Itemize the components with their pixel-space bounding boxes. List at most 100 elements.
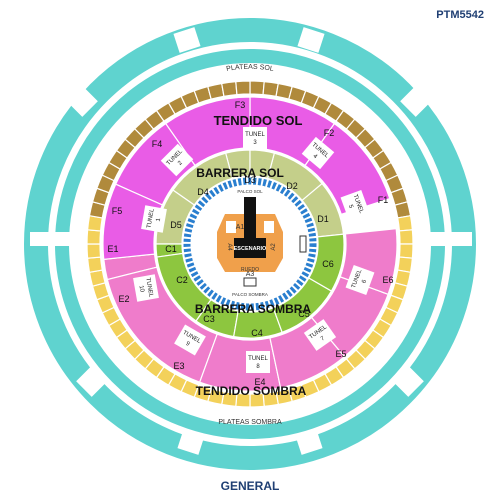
a2-label: A2 bbox=[271, 243, 277, 251]
tunnel-box bbox=[340, 189, 370, 221]
a4-label: A4 bbox=[226, 243, 232, 251]
barrera-ring[interactable] bbox=[155, 149, 345, 339]
barrera-section-C2[interactable] bbox=[156, 252, 212, 322]
barrera-section-D2[interactable] bbox=[266, 152, 323, 202]
tunnel-box bbox=[160, 143, 194, 177]
plateas-sombra-seat[interactable] bbox=[398, 243, 414, 259]
section-e5[interactable]: E5 bbox=[335, 349, 346, 359]
section-f4[interactable]: F4 bbox=[152, 139, 163, 149]
tunnel-box bbox=[246, 351, 270, 373]
section-c2[interactable]: C2 bbox=[176, 275, 188, 285]
tendido-sol-label: TENDIDO SOL bbox=[214, 113, 303, 128]
a1-label: A1 bbox=[236, 224, 245, 231]
tendido-section-F4[interactable] bbox=[114, 122, 196, 206]
plateas-sombra-seat[interactable] bbox=[86, 229, 102, 245]
plateas-sol-label: PLATEAS SOL bbox=[226, 64, 275, 73]
section-c5[interactable]: C5 bbox=[298, 309, 310, 319]
section-e3[interactable]: E3 bbox=[173, 361, 184, 371]
tunnel-box bbox=[141, 205, 167, 233]
section-d2[interactable]: D2 bbox=[286, 181, 298, 191]
section-d1[interactable]: D1 bbox=[317, 214, 329, 224]
section-f3[interactable]: F3 bbox=[235, 100, 246, 110]
section-e1[interactable]: E1 bbox=[107, 244, 118, 254]
tendido-sombra-label: TENDIDO SOMBRA bbox=[196, 384, 307, 398]
plateas-sombra-label: PLATEAS SOMBRA bbox=[218, 419, 282, 426]
plateas-sol-seat[interactable] bbox=[249, 80, 265, 96]
general-gaps bbox=[30, 27, 472, 455]
section-f5[interactable]: F5 bbox=[112, 206, 123, 216]
tunnel-number: 3 bbox=[253, 140, 257, 146]
tendido-section-E2[interactable] bbox=[106, 266, 218, 383]
tunnel-box bbox=[174, 324, 206, 356]
stage-area[interactable] bbox=[217, 197, 307, 287]
tunnel-number: 10 bbox=[138, 285, 145, 293]
plateas-sombra-seat[interactable] bbox=[86, 243, 102, 259]
stage-label: ESCENARIO bbox=[234, 246, 267, 252]
palco-sol-label: PALCO SOL bbox=[237, 189, 263, 194]
section-f1[interactable]: F1 bbox=[378, 195, 389, 205]
section-c1[interactable]: C1 bbox=[165, 244, 177, 254]
tunnel-number: 4 bbox=[312, 153, 319, 160]
barrera-section-D3[interactable] bbox=[249, 149, 276, 180]
section-e6[interactable]: E6 bbox=[382, 275, 393, 285]
section-d4[interactable]: D4 bbox=[197, 187, 209, 197]
tendido-section-F5[interactable] bbox=[102, 183, 164, 261]
tendido-section-F3[interactable] bbox=[164, 96, 251, 167]
plateas-sombra-seat[interactable] bbox=[86, 256, 103, 274]
section-e4[interactable]: E4 bbox=[254, 377, 265, 387]
barrera-section-C4[interactable] bbox=[232, 307, 283, 339]
barrera-section-C3[interactable] bbox=[195, 298, 239, 338]
tendido-section-E3[interactable] bbox=[198, 333, 282, 392]
section-c6[interactable]: C6 bbox=[322, 259, 334, 269]
barrera-section-C5[interactable] bbox=[272, 277, 333, 334]
plateas-sombra-seat[interactable] bbox=[398, 229, 414, 245]
tunnel-box bbox=[303, 319, 337, 351]
tendido-ring[interactable] bbox=[102, 96, 398, 392]
tunnel-label: TUNEL bbox=[245, 132, 265, 138]
plateas-ring[interactable] bbox=[86, 80, 414, 408]
section-c4[interactable]: C4 bbox=[251, 328, 263, 338]
section-d5[interactable]: D5 bbox=[170, 220, 182, 230]
barrera-section-D4[interactable] bbox=[172, 152, 234, 206]
map-code: PTM5542 bbox=[436, 9, 484, 21]
tunnel-3[interactable]: TUNEL 3 bbox=[243, 127, 267, 149]
tunnel-box bbox=[345, 264, 375, 296]
plateas-sol-seat[interactable] bbox=[220, 80, 238, 97]
plateas-sol-seat[interactable] bbox=[235, 80, 251, 96]
plateas-sombra-seat[interactable] bbox=[397, 214, 414, 232]
tunnel-number: 7 bbox=[320, 335, 327, 342]
section-f2[interactable]: F2 bbox=[324, 128, 335, 138]
section-d3[interactable]: D3 bbox=[244, 175, 256, 185]
general-label: GENERAL bbox=[221, 479, 280, 493]
palco-ring[interactable] bbox=[183, 177, 317, 311]
tunnel-label: TUNEL bbox=[146, 208, 155, 229]
tunnel-8[interactable]: TUNEL 8 bbox=[246, 351, 270, 373]
section-c3[interactable]: C3 bbox=[203, 314, 215, 324]
tunnel-box bbox=[133, 274, 159, 302]
tunnel-number: 1 bbox=[156, 217, 163, 222]
tunnel-box bbox=[243, 127, 267, 149]
palco-sombra-label: PALCO SOMBRA bbox=[232, 292, 268, 297]
barrera-section-C6[interactable] bbox=[308, 233, 345, 292]
ruedo-label: RUEDO bbox=[241, 267, 259, 273]
tunnel-box bbox=[301, 136, 335, 170]
tunnel-number: 8 bbox=[256, 364, 260, 370]
tunnel-number: 9 bbox=[185, 341, 191, 348]
tunnel-label: TUNEL bbox=[248, 356, 268, 362]
section-e2[interactable]: E2 bbox=[118, 294, 129, 304]
tunnel-number: 2 bbox=[177, 160, 184, 167]
tunnel-number: 6 bbox=[361, 278, 368, 284]
barrera-sol-label: BARRERA SOL bbox=[196, 166, 284, 180]
a3-label: A3 bbox=[246, 271, 255, 278]
